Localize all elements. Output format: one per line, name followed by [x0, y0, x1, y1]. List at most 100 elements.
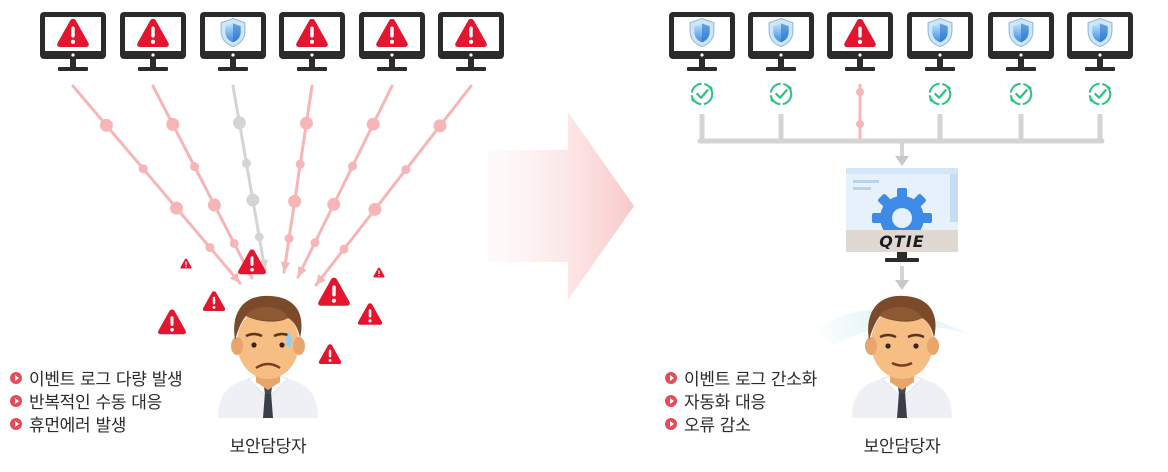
- server-line: [853, 180, 879, 183]
- flow-node: [232, 116, 246, 130]
- monitor-12: [1067, 12, 1133, 71]
- eye: [251, 342, 257, 348]
- monitor-stand: [687, 67, 717, 71]
- monitor-led: [71, 53, 75, 57]
- list-item: 오류 감소: [665, 412, 817, 436]
- person-avatar: [217, 295, 319, 418]
- flow-node: [170, 201, 184, 215]
- flow-arrowhead: [895, 156, 909, 166]
- monitor-led: [310, 53, 314, 57]
- list-item: 이벤트 로그 다량 발생: [10, 366, 183, 390]
- monitor-neck: [150, 59, 156, 67]
- flow-node: [368, 202, 382, 216]
- monitor-led: [231, 53, 235, 57]
- right-arrow-icon: [488, 112, 634, 300]
- flow-node: [254, 232, 264, 242]
- monitor-neck: [937, 59, 943, 67]
- monitor-neck: [778, 59, 784, 67]
- server-line: [853, 187, 871, 190]
- sweat-drop-icon: [286, 332, 292, 348]
- warning-triangle-icon: [318, 344, 342, 364]
- flow-arrowhead: [316, 274, 326, 285]
- check-circle-icon: [927, 82, 953, 106]
- monitor-stand: [377, 67, 407, 71]
- bullet-arrow-icon: [10, 371, 22, 384]
- flow-node: [856, 88, 864, 96]
- monitor-4: [279, 12, 345, 71]
- flow-node: [366, 117, 380, 131]
- flow-arrowhead: [258, 259, 269, 270]
- list-item: 이벤트 로그 간소화: [665, 366, 817, 390]
- flow-node: [166, 117, 180, 131]
- smile-mouth: [891, 361, 913, 367]
- flow-node: [299, 116, 313, 130]
- monitor-3: [200, 12, 266, 71]
- monitor-stand: [456, 67, 486, 71]
- eye: [913, 343, 919, 349]
- monitor-stand: [218, 67, 248, 71]
- monitor-led: [390, 53, 394, 57]
- monitor-led: [1019, 53, 1023, 57]
- flow-node: [295, 159, 305, 169]
- monitor-neck: [1097, 59, 1103, 67]
- monitor-2: [120, 12, 186, 71]
- monitor-stand: [766, 67, 796, 71]
- bullet-arrow-icon: [665, 394, 677, 407]
- eyebrow: [907, 333, 925, 339]
- eye: [279, 342, 285, 348]
- monitor-led: [151, 53, 155, 57]
- server-scrollbar: [950, 174, 958, 222]
- server-logo: QTIE: [879, 232, 924, 251]
- calm-person: [851, 295, 953, 418]
- list-item: 반복적인 수동 대응: [10, 389, 182, 413]
- flow-line: [280, 84, 314, 274]
- flow-node: [99, 118, 113, 132]
- monitor-8: [748, 12, 814, 71]
- flow-node: [348, 161, 358, 171]
- after-person-label: 보안담당자: [863, 437, 941, 457]
- flow-arrowhead: [298, 266, 307, 277]
- flow-path: [71, 84, 242, 285]
- bullet-arrow-icon: [665, 417, 677, 430]
- list-item: 휴먼에러 발생: [10, 412, 182, 436]
- flow-node: [339, 244, 349, 254]
- before-person-label: 보안담당자: [229, 437, 307, 457]
- monitor-led: [1098, 53, 1102, 57]
- flow-node: [856, 120, 864, 128]
- warning-triangle-icon: [180, 258, 192, 269]
- monitor-neck: [70, 59, 76, 67]
- monitor-stand: [1085, 67, 1115, 71]
- flow-line: [314, 84, 473, 287]
- eyebrow: [245, 332, 263, 338]
- monitor-1: [40, 12, 106, 71]
- monitor-neck: [389, 59, 395, 67]
- monitor-stand: [138, 67, 168, 71]
- flow-node: [401, 165, 411, 175]
- flow-node: [284, 234, 294, 244]
- frown-mouth: [255, 362, 281, 370]
- monitor-led: [779, 53, 783, 57]
- bullet-arrow-icon: [10, 394, 22, 407]
- monitor-led: [469, 53, 473, 57]
- monitor-stand: [1006, 67, 1036, 71]
- monitor-stand: [925, 67, 955, 71]
- before-bullet-list: 이벤트 로그 다량 발생 반복적인 수동 대응 휴먼에러 발생: [10, 366, 183, 436]
- flow-path: [314, 84, 473, 287]
- flow-arrowhead: [280, 261, 291, 272]
- qtie-server: QTIE: [846, 168, 958, 262]
- monitor-neck: [699, 59, 705, 67]
- flow-node: [310, 238, 320, 248]
- monitor-led: [938, 53, 942, 57]
- flow-node: [190, 162, 200, 172]
- list-item: 자동화 대응: [665, 389, 817, 413]
- check-circle-icon: [689, 82, 715, 106]
- gear-hole: [892, 208, 912, 228]
- flow-line: [296, 84, 394, 279]
- check-circle-icon: [1008, 82, 1034, 106]
- warning-triangle-icon: [318, 277, 350, 306]
- monitor-11: [988, 12, 1054, 71]
- monitor-neck: [309, 59, 315, 67]
- flow-arrowhead: [229, 272, 240, 283]
- stressed-person: [217, 295, 319, 418]
- warning-triangle-icon: [357, 303, 383, 325]
